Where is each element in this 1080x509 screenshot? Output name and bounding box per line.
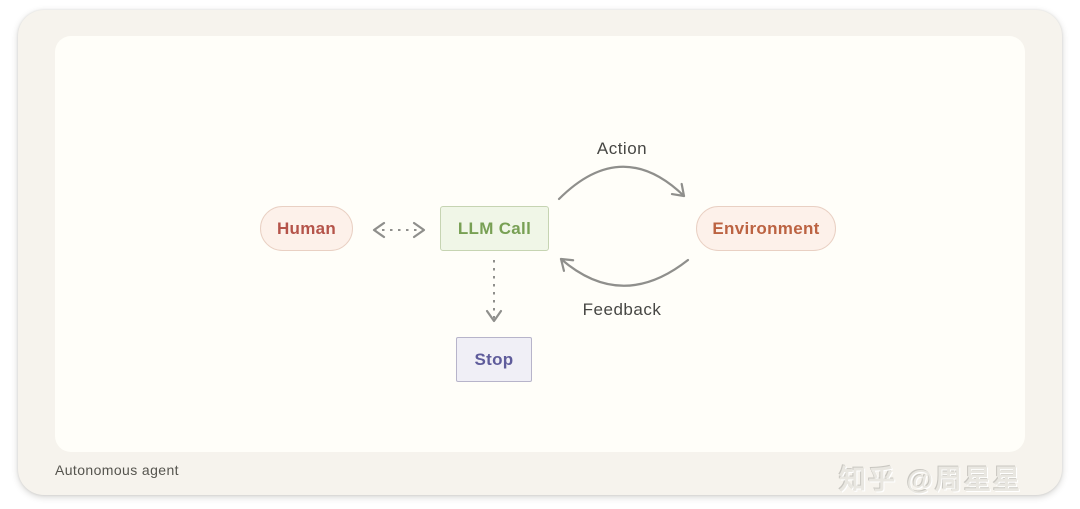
node-human: Human (260, 206, 353, 251)
node-human-label: Human (276, 218, 337, 238)
node-environment: Environment (696, 206, 836, 251)
node-llm-call: LLM Call (440, 206, 549, 251)
node-environment-label: Environment (712, 218, 820, 238)
edge-label-feedback: Feedback (582, 300, 662, 319)
outer-card: Autonomous agent 知乎 @周星星 (18, 10, 1062, 495)
edge-label-action: Action (596, 139, 648, 158)
watermark-text: 知乎 @周星星 (839, 465, 1022, 495)
node-stop: Stop (456, 337, 532, 382)
node-llm-call-label: LLM Call (457, 218, 532, 238)
node-stop-label: Stop (474, 349, 514, 369)
diagram-caption: Autonomous agent (55, 462, 179, 478)
